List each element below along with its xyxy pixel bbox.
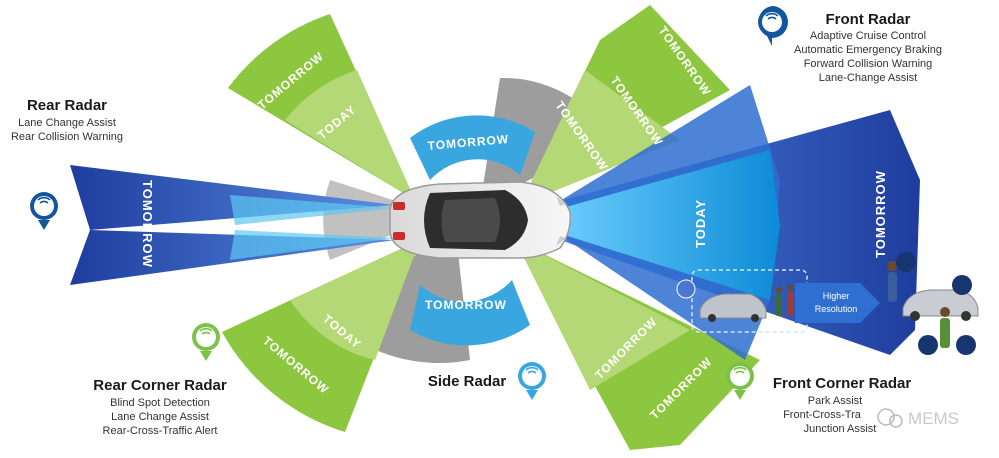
scene-target-icon-3 xyxy=(918,335,938,355)
watermark-chat-icon xyxy=(877,408,895,426)
rear-radar-title: Rear Radar xyxy=(27,97,107,114)
rear-corner-beam-lower-today xyxy=(290,240,420,360)
front-radar-item-3: Forward Collision Warning xyxy=(804,58,933,70)
pin-front-corner-radar xyxy=(726,362,754,400)
rear-corner-radar-item-2: Lane Change Assist xyxy=(111,411,209,423)
resolution-inset: Higher Resolution xyxy=(676,269,880,333)
rear-radar-caption: Rear Radar Lane Change Assist Rear Colli… xyxy=(11,97,123,143)
beam-label-tomorrow-front-long: TOMORROW xyxy=(873,170,888,258)
scene-target-icon-4 xyxy=(956,335,976,355)
rear-radar-item-2: Rear Collision Warning xyxy=(11,131,123,143)
scene-pedestrian-1 xyxy=(888,272,897,302)
scene-right xyxy=(887,252,979,355)
front-corner-radar-caption: Front Corner Radar Park Assist Front-Cro… xyxy=(773,375,912,435)
front-corner-beam-upper-today xyxy=(520,70,680,205)
rear-corner-radar-title: Rear Corner Radar xyxy=(93,377,227,394)
beam-label-tomorrow-side-lower: TOMORROW xyxy=(425,298,507,312)
front-radar-today-beam xyxy=(548,150,780,300)
beam-label-tomorrow-rear: TOMORROW xyxy=(140,180,155,268)
inset-pedestrian-1 xyxy=(776,294,782,316)
car xyxy=(389,181,572,259)
rear-corner-radar-item-3: Rear-Cross-Traffic Alert xyxy=(103,425,218,437)
rear-radar-beam-lower-light xyxy=(230,230,395,260)
scene-pedestrian-2 xyxy=(940,318,950,348)
front-corner-radar-item-2: Front-Cross-Tra xyxy=(783,409,862,421)
rear-corner-radar-caption: Rear Corner Radar Blind Spot Detection L… xyxy=(93,377,227,437)
pin-side-radar xyxy=(518,362,546,400)
watermark-text: MEMS xyxy=(908,409,959,428)
rear-corner-radar-item-1: Blind Spot Detection xyxy=(110,397,210,409)
scene-target-icon-2 xyxy=(952,275,972,295)
beam-label-today-front: TODAY xyxy=(693,199,708,248)
front-corner-radar-title: Front Corner Radar xyxy=(773,375,912,392)
front-radar-item-1: Adaptive Cruise Control xyxy=(810,30,926,42)
side-radar-arc-upper xyxy=(410,115,535,180)
resolution-line1: Higher xyxy=(823,291,850,301)
front-corner-radar-item-1: Park Assist xyxy=(808,395,862,407)
side-radar-title: Side Radar xyxy=(428,373,507,390)
higher-resolution-arrow xyxy=(795,283,880,323)
front-radar-item-2: Automatic Emergency Braking xyxy=(794,44,942,56)
scene-target-icon-1 xyxy=(896,252,916,272)
inset-car xyxy=(699,293,767,319)
pin-rear-corner-radar xyxy=(192,323,220,361)
side-radar-arc-lower xyxy=(410,280,530,346)
pin-front-radar xyxy=(758,6,788,46)
front-corner-beam-lower-today xyxy=(515,240,690,390)
rear-radar-item-1: Lane Change Assist xyxy=(18,117,116,129)
front-radar-caption: Front Radar Adaptive Cruise Control Auto… xyxy=(794,11,942,84)
rear-corner-beam-upper-today xyxy=(285,70,415,200)
inset-pedestrian-2 xyxy=(787,292,793,316)
inset-target-icon xyxy=(676,279,696,299)
resolution-line2: Resolution xyxy=(815,304,858,314)
rear-radar-beam-upper-light xyxy=(230,195,395,225)
pin-rear-radar xyxy=(30,192,58,230)
front-radar-title: Front Radar xyxy=(825,11,910,28)
watermark: MEMS xyxy=(877,408,959,428)
front-corner-radar-item-3: Junction Assist xyxy=(804,423,877,435)
front-radar-item-4: Lane-Change Assist xyxy=(819,72,917,84)
